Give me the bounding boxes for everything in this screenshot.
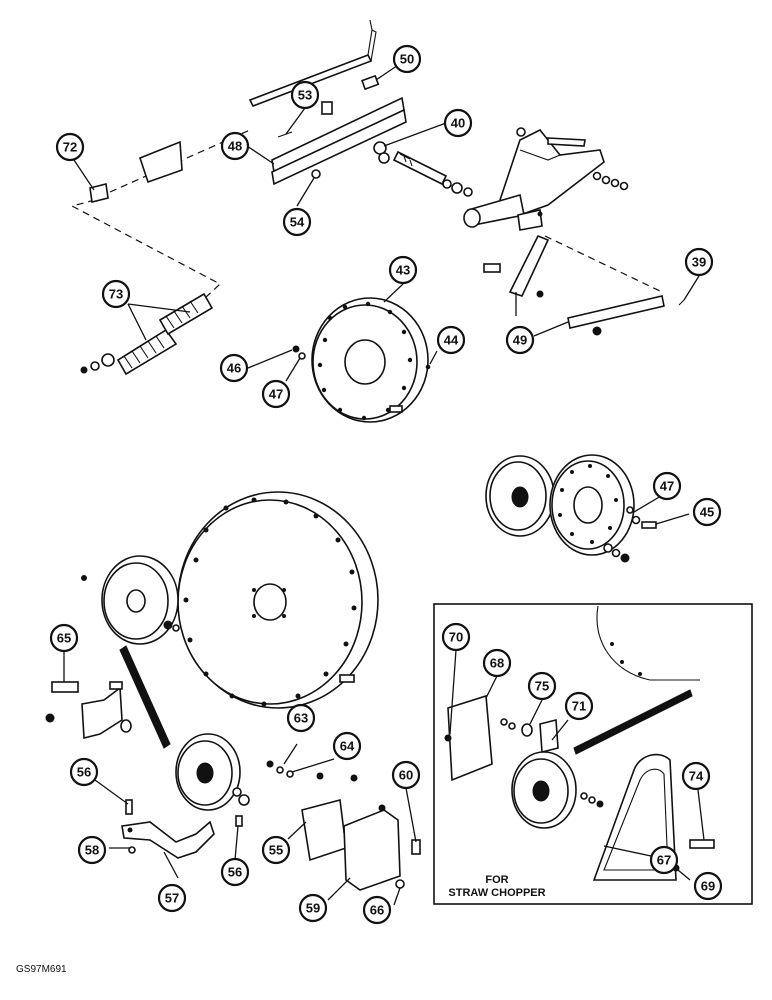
svg-text:72: 72 — [63, 140, 77, 155]
bolt-56 — [235, 815, 243, 827]
springs — [80, 292, 214, 376]
callout-39: 39 — [684, 247, 714, 277]
callout-71: 71 — [564, 691, 594, 721]
pulley-pair-right — [485, 454, 657, 563]
callout-59: 59 — [298, 893, 328, 923]
callout-44: 44 — [436, 325, 466, 355]
svg-text:66: 66 — [370, 903, 384, 918]
callout-47b: 47 — [652, 471, 682, 501]
figure-code: GS97M691 — [16, 964, 67, 975]
callout-56a: 56 — [69, 757, 99, 787]
svg-text:58: 58 — [85, 843, 99, 858]
svg-text:64: 64 — [340, 739, 355, 754]
callout-40: 40 — [443, 108, 473, 138]
callout-65: 65 — [49, 623, 79, 653]
svg-text:48: 48 — [228, 139, 242, 154]
callout-75: 75 — [527, 671, 557, 701]
callout-70: 70 — [441, 622, 471, 652]
svg-text:46: 46 — [227, 361, 241, 376]
callout-45: 45 — [692, 497, 722, 527]
svg-text:63: 63 — [294, 711, 308, 726]
leader-lines — [63, 58, 705, 906]
callout-72: 72 — [55, 132, 85, 162]
callout-58: 58 — [77, 835, 107, 865]
pin-53 — [277, 131, 293, 138]
washer-47 — [298, 352, 306, 360]
svg-text:39: 39 — [692, 255, 706, 270]
channel-bar — [271, 96, 407, 186]
svg-text:47: 47 — [660, 479, 674, 494]
svg-text:40: 40 — [451, 116, 465, 131]
svg-text:57: 57 — [165, 891, 179, 906]
pin-44 — [425, 364, 431, 370]
svg-text:73: 73 — [109, 287, 123, 302]
pivot-shaft — [373, 141, 448, 186]
callout-67: 67 — [649, 845, 679, 875]
nut-46 — [292, 345, 300, 353]
inset-caption-line1: FOR — [485, 874, 508, 886]
callout-60: 60 — [391, 760, 421, 790]
svg-text:69: 69 — [701, 879, 715, 894]
svg-text:53: 53 — [298, 88, 312, 103]
svg-text:45: 45 — [700, 505, 714, 520]
callout-68: 68 — [482, 648, 512, 678]
belt-strip — [119, 645, 171, 749]
pivot-arm — [442, 127, 629, 231]
callout-54: 54 — [282, 207, 312, 237]
callout-57: 57 — [157, 883, 187, 913]
tension-rod — [248, 19, 377, 108]
svg-text:59: 59 — [306, 901, 320, 916]
callout-69: 69 — [693, 871, 723, 901]
callout-48: 48 — [220, 131, 250, 161]
callout-63: 63 — [286, 703, 316, 733]
large-drive-wheel — [177, 491, 379, 709]
svg-text:74: 74 — [689, 769, 704, 784]
callout-55: 55 — [261, 835, 291, 865]
small-pulley-left — [81, 555, 180, 645]
bolt-50 — [361, 74, 380, 91]
svg-text:68: 68 — [490, 656, 504, 671]
svg-text:71: 71 — [572, 699, 586, 714]
mounting-plates — [266, 760, 421, 891]
svg-text:47: 47 — [269, 387, 283, 402]
callout-56b: 56 — [220, 857, 250, 887]
callout-66: 66 — [362, 895, 392, 925]
mount-bracket — [45, 681, 132, 740]
callout-49: 49 — [505, 325, 535, 355]
small-bracket — [89, 140, 183, 203]
svg-text:70: 70 — [449, 630, 463, 645]
routing-line-right — [544, 235, 663, 293]
svg-text:49: 49 — [513, 333, 527, 348]
svg-text:55: 55 — [269, 843, 283, 858]
svg-text:67: 67 — [657, 853, 671, 868]
callout-53: 53 — [290, 80, 320, 110]
svg-text:50: 50 — [400, 52, 414, 67]
svg-text:56: 56 — [228, 865, 242, 880]
callout-46: 46 — [219, 353, 249, 383]
callout-50: 50 — [392, 44, 422, 74]
pulley-43 — [311, 297, 429, 423]
link-bars — [483, 234, 665, 336]
svg-text:60: 60 — [399, 768, 413, 783]
pulley-lower — [175, 733, 250, 811]
svg-text:43: 43 — [396, 263, 410, 278]
strap-bracket — [121, 799, 215, 859]
svg-text:75: 75 — [535, 679, 549, 694]
bolt-mid — [339, 674, 355, 683]
svg-text:56: 56 — [77, 765, 91, 780]
callout-74: 74 — [681, 761, 711, 791]
svg-text:65: 65 — [57, 631, 71, 646]
callout-43: 43 — [388, 255, 418, 285]
callout-47a: 47 — [261, 379, 291, 409]
routing-line-left — [70, 199, 222, 299]
callout-64: 64 — [332, 731, 362, 761]
svg-text:54: 54 — [290, 215, 305, 230]
pin-39 — [678, 299, 685, 306]
svg-text:44: 44 — [444, 333, 459, 348]
inset-caption-line2: STRAW CHOPPER — [448, 887, 545, 899]
callout-73: 73 — [101, 279, 131, 309]
